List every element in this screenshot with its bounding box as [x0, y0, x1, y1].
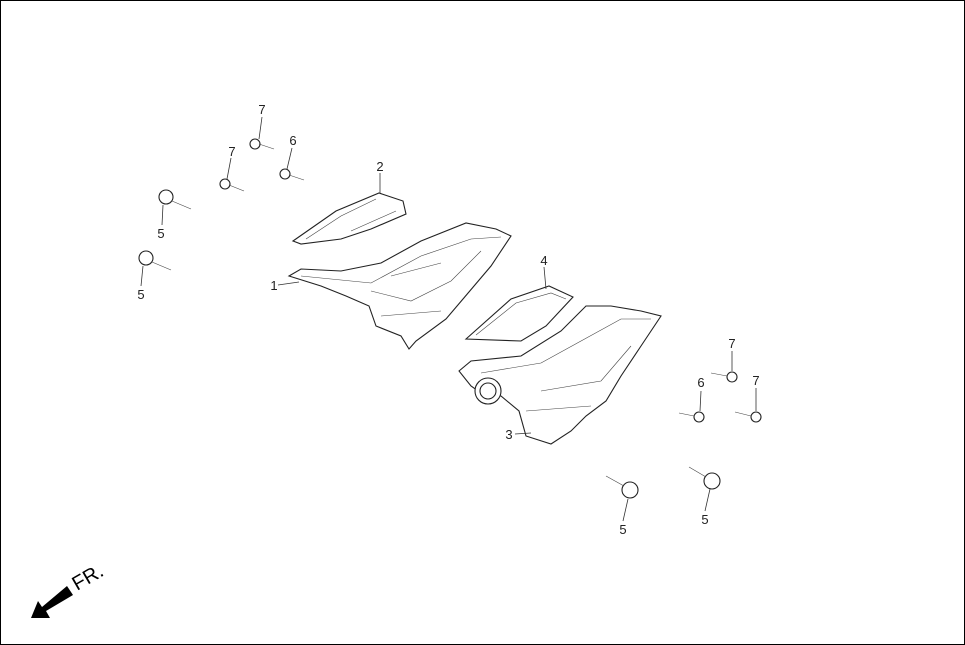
callout-5: 5: [157, 226, 164, 241]
screw-7-mid: [219, 178, 245, 192]
part-1-side-cover: [287, 222, 512, 350]
part-3-side-cover: [458, 305, 662, 445]
front-direction-label: FR.: [69, 560, 108, 595]
screw-6-right: [678, 411, 705, 423]
bolt-5-right-b: [688, 466, 721, 490]
screw-6-top: [279, 168, 305, 181]
callout-7: 7: [752, 373, 759, 388]
screw-7-top: [249, 138, 275, 150]
bolt-5-right-a: [605, 475, 639, 499]
callout-2: 2: [376, 159, 383, 174]
callout-6: 6: [289, 133, 296, 148]
callout-4: 4: [540, 253, 547, 268]
callout-7: 7: [258, 102, 265, 117]
screw-7-right-low: [734, 411, 762, 423]
callout-7: 7: [228, 144, 235, 159]
screw-7-right: [710, 371, 738, 383]
part-4-panel: [464, 285, 574, 342]
callout-3: 3: [505, 427, 512, 442]
callout-5: 5: [137, 287, 144, 302]
callout-7: 7: [728, 336, 735, 351]
callout-6: 6: [697, 375, 704, 390]
bolt-5-lower: [138, 250, 172, 271]
bolt-5-upper: [158, 189, 192, 210]
callout-1: 1: [270, 278, 277, 293]
part-2-cover: [291, 192, 407, 245]
front-direction-arrow-icon: [31, 586, 73, 618]
callout-5: 5: [619, 522, 626, 537]
callout-5: 5: [701, 512, 708, 527]
